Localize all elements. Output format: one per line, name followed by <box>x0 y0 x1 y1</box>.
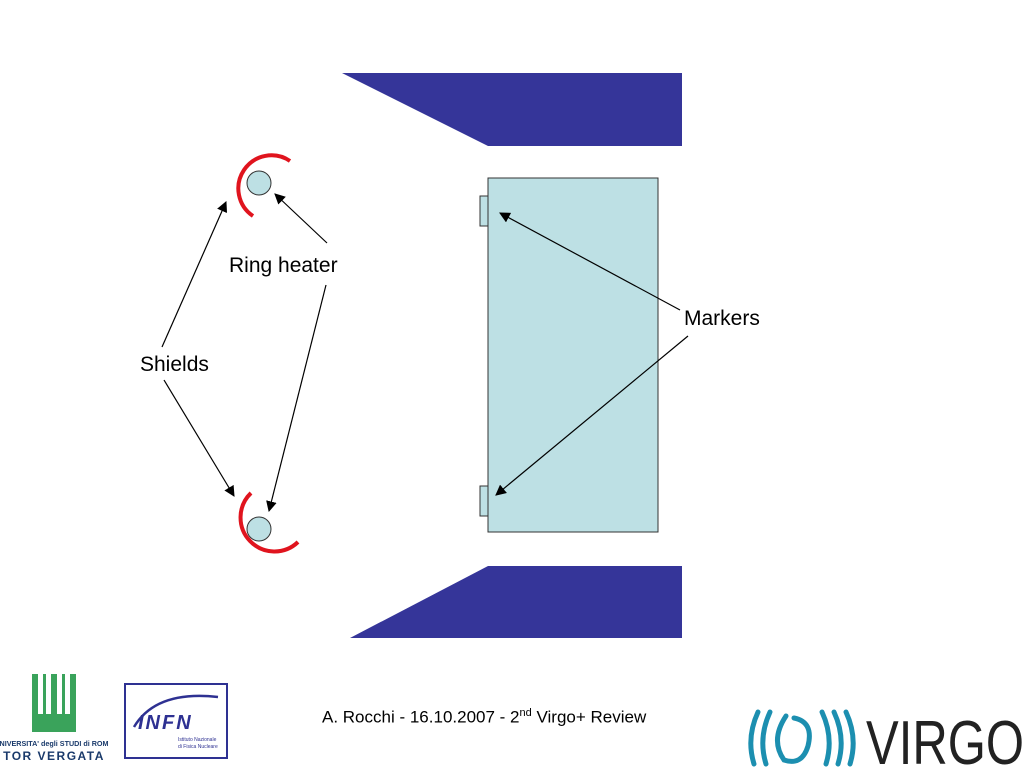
univ-line2: TOR VERGATA <box>3 749 105 763</box>
arrow-markers-top <box>499 212 681 311</box>
virgo-wordmark: VIRGO <box>866 709 1024 768</box>
infn-sub1: Istituto Nazionale <box>178 737 217 743</box>
university-logo: UNIVERSITA' degli STUDI di ROMA TOR VERG… <box>0 674 108 763</box>
mirror <box>487 177 659 533</box>
ring-heater-top <box>246 170 272 196</box>
virgo-logo: VIRGO <box>748 709 1024 768</box>
univ-line1: UNIVERSITA' degli STUDI di ROMA <box>0 739 108 748</box>
footer-event: Virgo+ Review <box>531 707 647 727</box>
upper-block <box>488 73 682 146</box>
label-shields: Shields <box>140 353 209 376</box>
arrow-ring-heater-top <box>274 193 328 244</box>
upper-wedge <box>342 73 488 146</box>
shield-bottom <box>238 491 300 554</box>
footer-citation: A. Rocchi - 16.10.2007 - 2nd Virgo+ Revi… <box>322 707 646 728</box>
arrow-markers-bottom <box>495 335 689 496</box>
footer-author-date: A. Rocchi - 16.10.2007 - 2 <box>322 707 520 727</box>
lower-wedge <box>350 566 488 638</box>
shield-top <box>236 153 292 218</box>
infn-sub2: di Fisica Nucleare <box>178 744 218 750</box>
ring-heater-bottom <box>246 516 272 542</box>
infn-main: INFN <box>138 712 193 734</box>
marker-bottom <box>479 485 489 517</box>
footer-superscript: nd <box>519 707 532 719</box>
infn-logo: INFN Istituto Nazionale di Fisica Nuclea… <box>124 683 228 759</box>
lower-block <box>488 566 682 638</box>
marker-top <box>479 195 489 227</box>
arrow-shields-top <box>161 201 228 348</box>
arrow-ring-heater-bottom <box>266 284 327 513</box>
label-ring-heater: Ring heater <box>229 254 338 277</box>
arrow-shields-bottom <box>163 379 235 497</box>
label-markers: Markers <box>684 307 760 330</box>
